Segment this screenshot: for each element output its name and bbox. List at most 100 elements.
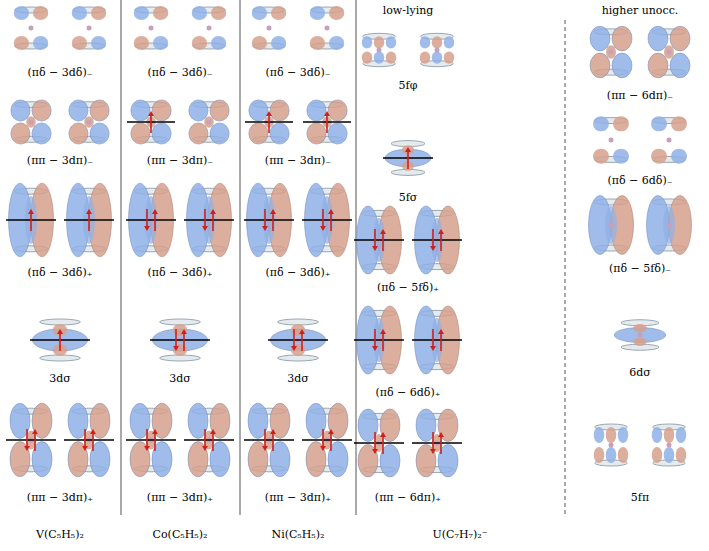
orbital-plot [72, 6, 107, 50]
metal-atom [609, 443, 614, 448]
energy-level [244, 439, 294, 441]
orbital-label: (ππ − 3dπ)₊ [27, 491, 93, 504]
lobe [328, 403, 348, 438]
lobe [33, 6, 48, 20]
spin-arrow [175, 329, 177, 348]
lobe [32, 100, 51, 121]
metal-atom [87, 26, 92, 31]
molecule-name: Co(C₅H₅)₂ [153, 528, 208, 541]
orbital-label: (πδ − 3dδ)₋ [27, 66, 92, 79]
energy-level [126, 219, 176, 221]
lobe [329, 6, 344, 20]
lobe [328, 100, 347, 121]
orbital-label: 5fφ [399, 79, 418, 92]
spin-arrowhead [380, 329, 386, 334]
lobe [633, 338, 646, 346]
orbital-label: (πδ − 6dδ)₋ [607, 174, 672, 187]
lobe [14, 36, 29, 50]
lobe [664, 447, 675, 463]
orbital-plot [614, 320, 666, 350]
orbital-plot [244, 183, 294, 257]
metal-atom [638, 333, 643, 338]
lobe [152, 100, 171, 121]
spin-arrow [26, 429, 28, 448]
spin-arrow [204, 429, 206, 448]
spin-arrowhead [380, 432, 386, 437]
spin-arrow [440, 435, 442, 454]
spin-arrow [84, 429, 86, 448]
spin-arrowhead [324, 111, 330, 116]
lobe [594, 447, 605, 463]
orbital-label: 3dσ [287, 372, 309, 385]
orbital-plot [412, 409, 462, 477]
lobe [374, 36, 385, 48]
lobe [90, 100, 109, 121]
orbital-plot [11, 100, 51, 144]
orbital-plot [150, 319, 210, 361]
orbital-label: 6dσ [629, 366, 651, 379]
metal-atom [667, 223, 672, 228]
lobe [270, 123, 289, 144]
metal-atom [609, 138, 614, 143]
spin-arrow [322, 429, 324, 448]
lobe [153, 36, 168, 50]
lobe [204, 116, 214, 128]
spin-arrowhead [438, 229, 444, 234]
orbital-plot [652, 424, 687, 466]
lobe [670, 26, 690, 51]
lobe [69, 100, 88, 121]
lobe [612, 53, 632, 78]
lobe [192, 6, 207, 20]
energy-level [150, 339, 210, 341]
lobe [270, 100, 289, 121]
spin-arrow [374, 229, 376, 248]
lobe [152, 123, 171, 144]
orbital-plot [354, 206, 404, 274]
lobe [329, 36, 344, 50]
lobe [613, 116, 629, 131]
orbital-plot [184, 403, 234, 477]
lobe [33, 36, 48, 50]
lobe [249, 123, 268, 144]
column-divider [356, 0, 357, 515]
metal-atom [149, 26, 154, 31]
spin-arrow [268, 114, 270, 133]
orbital-label: (ππ − 3dπ)₋ [27, 154, 93, 167]
spin-arrowhead [144, 226, 150, 231]
spin-arrowhead [210, 429, 216, 434]
spin-arrow [440, 232, 442, 251]
molecule-name: Ni(C₅H₅)₂ [272, 528, 325, 541]
metal-atom [377, 48, 382, 53]
orbital-plot [362, 33, 397, 66]
spin-arrow [374, 432, 376, 451]
lobe [374, 52, 385, 64]
lobe [271, 6, 286, 20]
spin-arrowhead [144, 446, 150, 451]
lobe [676, 427, 687, 443]
lobe [188, 442, 208, 477]
metal-atom [207, 120, 212, 125]
spin-arrow [330, 432, 332, 451]
lobe [72, 36, 87, 50]
lobe [633, 324, 646, 332]
spin-arrow [382, 232, 384, 251]
energy-level [184, 439, 234, 441]
spin-arrow [30, 212, 32, 231]
spin-arrow [146, 429, 148, 448]
orbital-plot [383, 141, 433, 176]
spin-arrow [301, 332, 303, 351]
spin-arrow [154, 212, 156, 231]
lobe [152, 403, 172, 438]
spin-arrow [88, 212, 90, 231]
orbital-plot [647, 196, 692, 255]
spin-arrowhead [299, 329, 305, 334]
spin-arrow [183, 332, 185, 351]
spin-arrowhead [32, 429, 38, 434]
lobe [210, 100, 229, 121]
lobe [613, 149, 629, 164]
lobe [189, 123, 208, 144]
orbital-plot [30, 319, 90, 361]
spin-arrow [374, 329, 376, 348]
spin-arrowhead [24, 446, 30, 451]
spin-arrowhead [181, 329, 187, 334]
